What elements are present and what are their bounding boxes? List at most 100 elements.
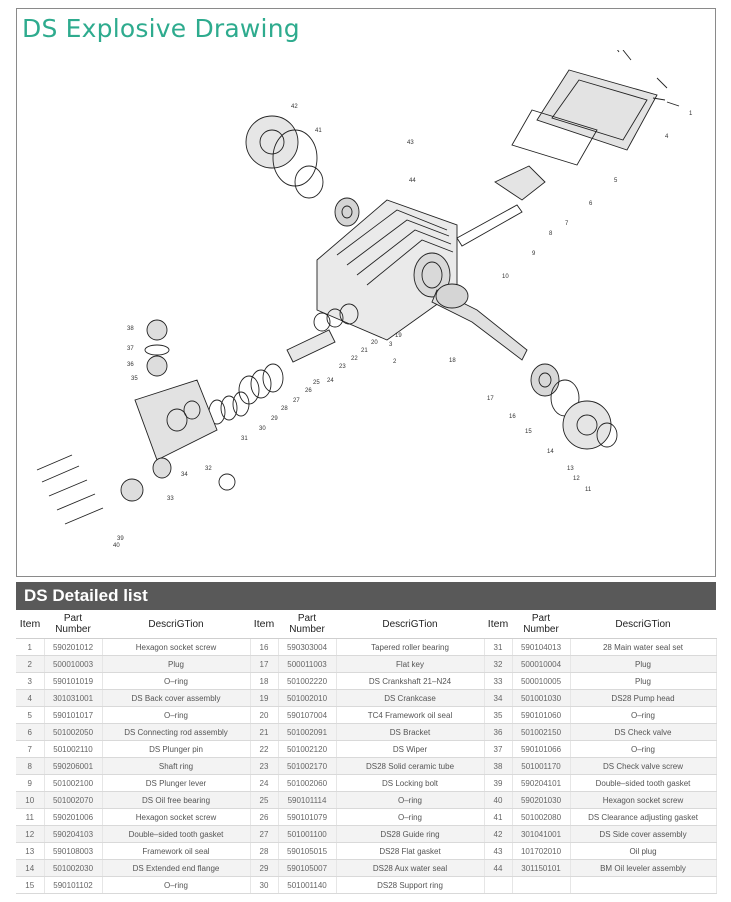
- bearing-16: [334, 197, 360, 227]
- description-cell: DS Clearance adjusting gasket: [570, 808, 717, 826]
- description-cell: DS Locking bolt: [336, 774, 485, 792]
- list-title-banner: DS Detailed list: [16, 582, 716, 610]
- item-cell: 41: [484, 808, 513, 826]
- callout-28: 28: [281, 406, 288, 412]
- part-number-cell: 590105007: [278, 859, 337, 877]
- part-number-cell: 590201012: [44, 638, 103, 656]
- item-cell: 9: [16, 774, 45, 792]
- item-cell: 16: [250, 638, 279, 656]
- part-number-cell: 590204101: [512, 774, 571, 792]
- part-number-cell: 501002150: [512, 723, 571, 741]
- description-cell: DS28 Flat gasket: [336, 842, 485, 860]
- part-number-cell: 590107004: [278, 706, 337, 724]
- part-number-cell: 501002050: [44, 723, 103, 741]
- header-item-1: Item: [16, 610, 44, 639]
- item-cell: 22: [250, 740, 279, 758]
- callout-4: 4: [665, 134, 669, 140]
- description-cell: DS Crankshaft 21–N24: [336, 672, 485, 690]
- item-cell: 1: [16, 638, 45, 656]
- description-cell: DS Extended end flange: [102, 859, 251, 877]
- item-cell: 31: [484, 638, 513, 656]
- item-cell: 26: [250, 808, 279, 826]
- callout-29: 29: [271, 416, 278, 422]
- item-cell: 6: [16, 723, 45, 741]
- part-number-cell: 501002100: [44, 774, 103, 792]
- description-cell: Shaft ring: [102, 757, 251, 775]
- item-cell: 24: [250, 774, 279, 792]
- item-cell: [484, 876, 513, 894]
- item-cell: 14: [16, 859, 45, 877]
- item-cell: 10: [16, 791, 45, 809]
- callout-23: 23: [339, 364, 346, 370]
- part-number-cell: 501002010: [278, 689, 337, 707]
- part-number-cell: [512, 876, 571, 894]
- description-cell: DS Wiper: [336, 740, 485, 758]
- callout-10: 10: [502, 274, 509, 280]
- part-number-cell: 590101017: [44, 706, 103, 724]
- callout-39: 39: [117, 536, 124, 542]
- item-cell: 5: [16, 706, 45, 724]
- description-cell: O–ring: [336, 791, 485, 809]
- item-cell: 13: [16, 842, 45, 860]
- description-cell: TC4 Framework oil seal: [336, 706, 485, 724]
- header-part-number-1: Part Number: [44, 610, 102, 639]
- item-cell: 39: [484, 774, 513, 792]
- description-cell: DS Check valve: [570, 723, 717, 741]
- part-number-cell: 590201006: [44, 808, 103, 826]
- item-cell: 23: [250, 757, 279, 775]
- item-cell: 21: [250, 723, 279, 741]
- description-cell: O–ring: [102, 876, 251, 894]
- part-number-cell: 501002091: [278, 723, 337, 741]
- item-cell: 42: [484, 825, 513, 843]
- callout-22: 22: [351, 356, 358, 362]
- callout-1: 1: [689, 111, 693, 117]
- callout-30: 30: [259, 426, 266, 432]
- item-cell: 35: [484, 706, 513, 724]
- callout-2: 2: [393, 359, 397, 365]
- part-number-cell: 500010005: [512, 672, 571, 690]
- part-number-cell: 590101066: [512, 740, 571, 758]
- part-number-cell: 501002080: [512, 808, 571, 826]
- part-number-cell: 101702010: [512, 842, 571, 860]
- item-cell: 3: [16, 672, 45, 690]
- item-cell: 17: [250, 655, 279, 673]
- extended-flange: [562, 400, 612, 450]
- item-cell: 43: [484, 842, 513, 860]
- callout-25: 25: [313, 380, 320, 386]
- gasket: [511, 109, 598, 166]
- part-number-cell: 501001140: [278, 876, 337, 894]
- part-number-cell: 501002110: [44, 740, 103, 758]
- callout-13: 13: [567, 466, 574, 472]
- description-cell: DS Check valve screw: [570, 757, 717, 775]
- description-cell: O–ring: [102, 672, 251, 690]
- callout-9: 9: [532, 251, 536, 257]
- callout-33: 33: [167, 496, 174, 502]
- part-number-cell: 501001030: [512, 689, 571, 707]
- description-cell: DS28 Pump head: [570, 689, 717, 707]
- description-cell: [570, 876, 717, 894]
- description-cell: Framework oil seal: [102, 842, 251, 860]
- item-cell: 11: [16, 808, 45, 826]
- page-title: DS Explosive Drawing: [22, 14, 300, 43]
- callout-21: 21: [361, 348, 368, 354]
- callout-35: 35: [131, 376, 138, 382]
- part-number-cell: 590201030: [512, 791, 571, 809]
- description-cell: DS Back cover assembly: [102, 689, 251, 707]
- callout-7: 7: [565, 221, 569, 227]
- exploded-drawing: 1 2 3 4 5 6 7 8 9 10 11 12 13 14 15 16 1…: [36, 50, 693, 549]
- connecting-rod: [494, 165, 546, 201]
- part-number-cell: 301031001: [44, 689, 103, 707]
- header-item-3: Item: [484, 610, 512, 639]
- item-cell: 8: [16, 757, 45, 775]
- callout-44: 44: [409, 178, 416, 184]
- header-description-1: DescriGTion: [102, 610, 250, 639]
- parts-table: Item Part Number DescriGTion Item Part N…: [16, 610, 717, 894]
- bearing-16b: [530, 363, 560, 397]
